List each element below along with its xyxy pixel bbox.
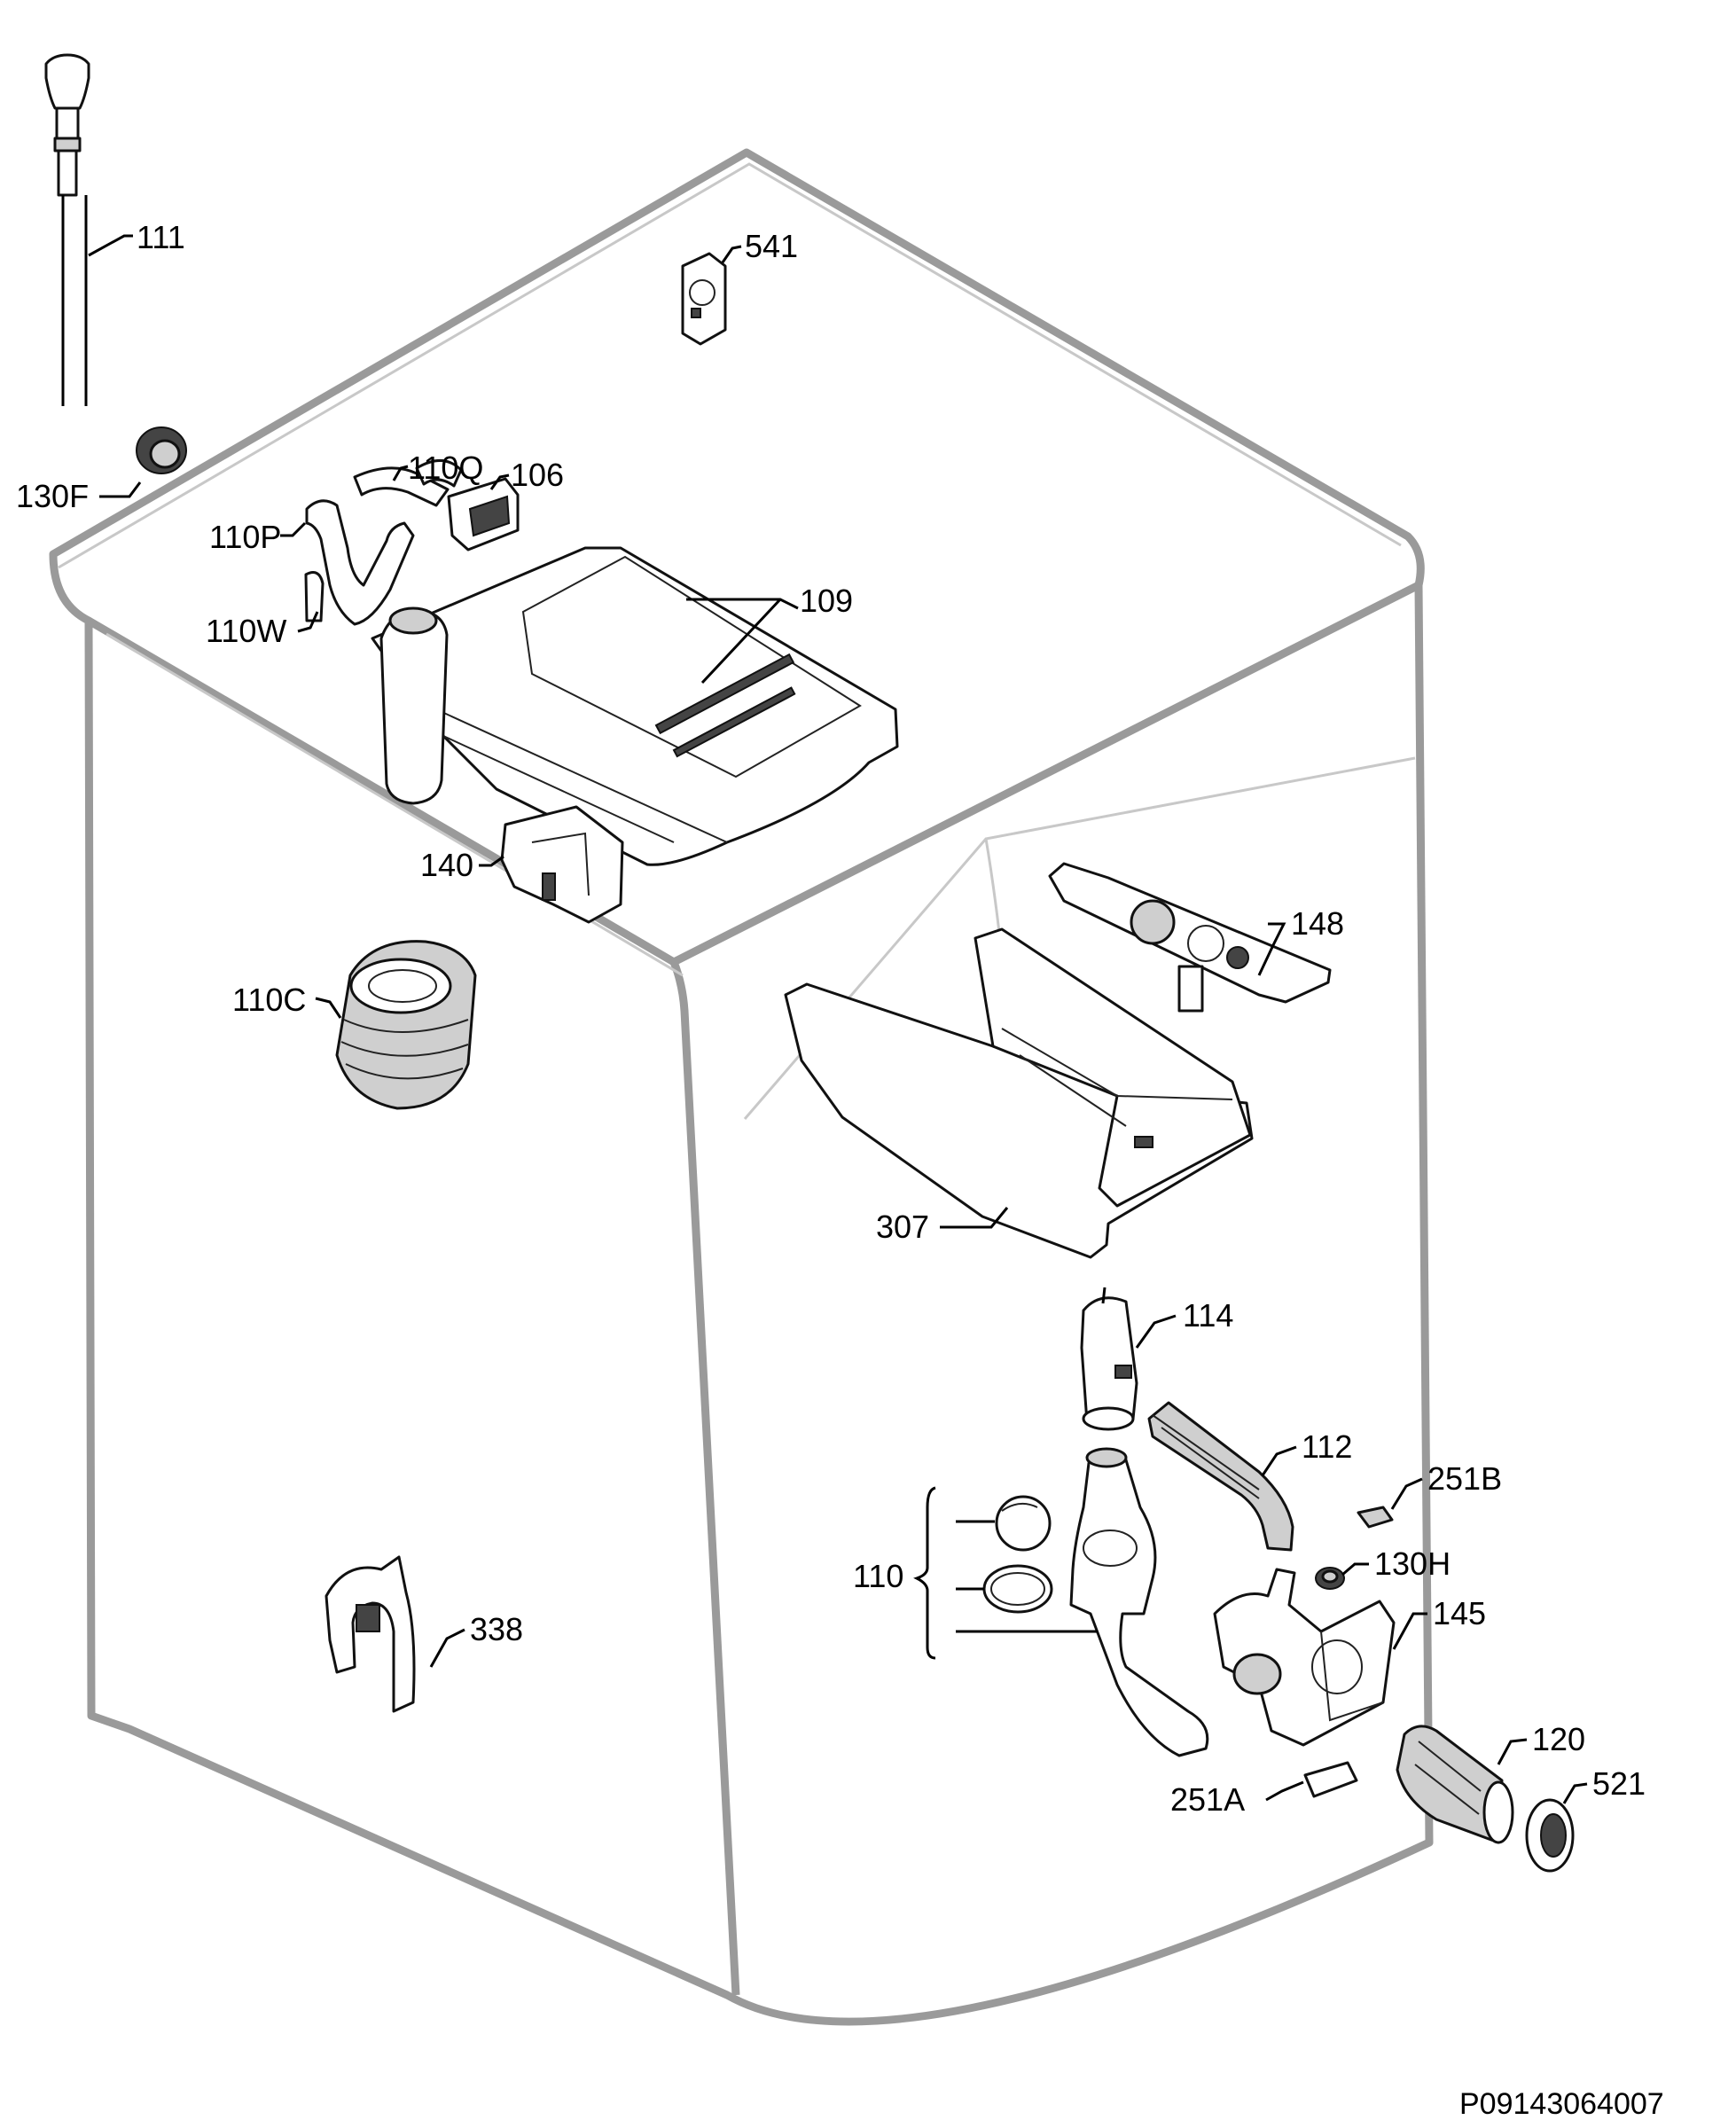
callout-251A: 251A [1170, 1781, 1245, 1818]
part-106-valve [447, 477, 520, 552]
leader-lines [88, 234, 1588, 1804]
callout-307: 307 [876, 1209, 929, 1245]
part-120-filter [1396, 1725, 1514, 1844]
part-338-hose-guide [325, 1555, 416, 1713]
callout-110: 110 [853, 1558, 903, 1594]
callout-148: 148 [1291, 905, 1344, 942]
part-114-air-chamber [1080, 1287, 1138, 1431]
part-130F-grommet [136, 426, 187, 474]
callout-120: 120 [1532, 1721, 1585, 1757]
callout-251B: 251B [1427, 1460, 1502, 1497]
part-251A-clip [1303, 1761, 1358, 1798]
callout-130F: 130F [16, 478, 89, 514]
part-307-drawer [784, 927, 1254, 1259]
part-110-group [913, 1447, 1209, 1757]
callout-130H: 130H [1374, 1545, 1451, 1582]
callout-110C: 110C [232, 982, 306, 1018]
callout-521: 521 [1592, 1765, 1646, 1802]
part-109-dispenser-housing [371, 546, 899, 866]
part-541-bracket [681, 252, 727, 346]
part-110-hoses [304, 459, 463, 626]
part-112-corrugated-hose [1147, 1401, 1294, 1552]
part-130H-ring [1315, 1567, 1345, 1590]
document-id: P09143064007 [1459, 2087, 1664, 2121]
callout-145: 145 [1433, 1595, 1486, 1631]
callout-110W: 110W [206, 613, 286, 649]
callout-labels: 111 541 130F 110Q 106 110P 110W 109 140 … [16, 219, 1646, 1818]
callout-111: 111 [137, 219, 185, 255]
callout-338: 338 [470, 1611, 523, 1647]
callout-140: 140 [420, 847, 473, 883]
callout-106: 106 [511, 457, 564, 493]
callout-110Q: 110Q [408, 450, 483, 486]
part-148-panel [1048, 862, 1332, 1013]
part-110C-bellows [335, 940, 477, 1110]
part-521-cap [1525, 1798, 1575, 1873]
part-111-inlet-hose [44, 53, 90, 406]
callout-110P: 110P [209, 519, 281, 555]
callout-109: 109 [800, 583, 853, 619]
callout-114: 114 [1183, 1297, 1233, 1334]
part-251B-clip [1357, 1506, 1394, 1529]
callout-112: 112 [1302, 1428, 1352, 1465]
part-140-duct [500, 805, 624, 924]
part-145-pump-housing [1213, 1568, 1396, 1747]
cabinet-outline [49, 148, 1434, 2026]
callout-541: 541 [745, 228, 798, 264]
